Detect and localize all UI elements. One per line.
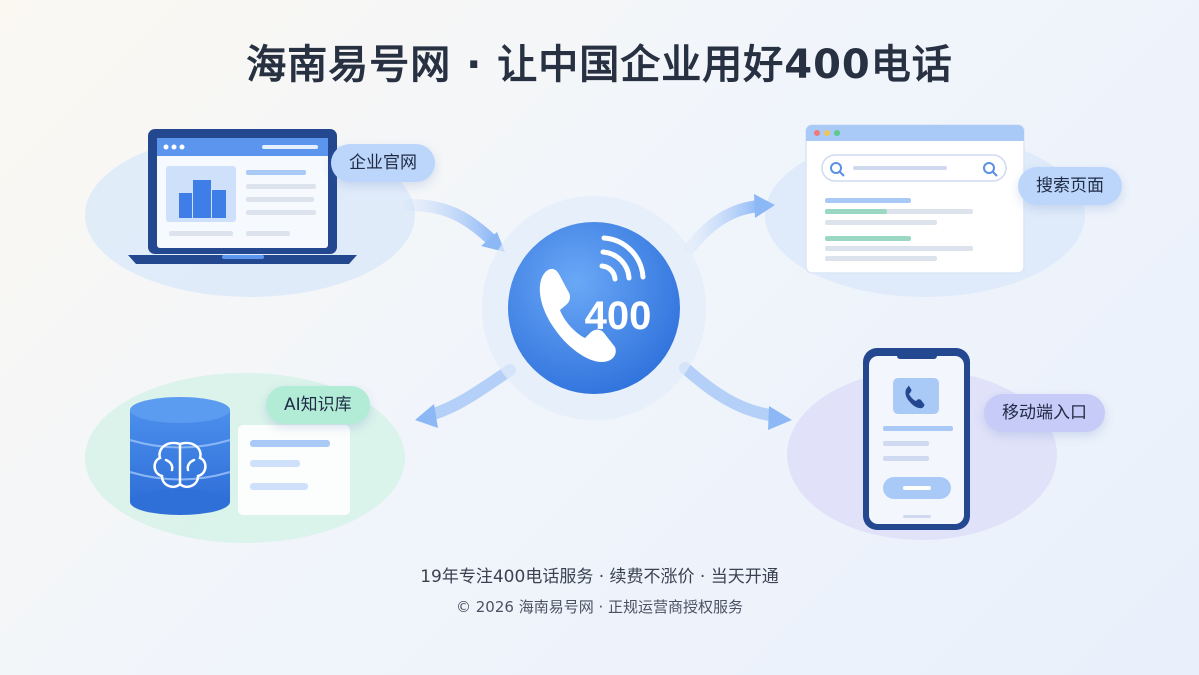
search-node-label: 搜索页面 [1018,167,1122,205]
building-icon [179,180,226,218]
website-node-label: 企业官网 [331,144,435,182]
arrow-hub-to-mobile [679,362,792,430]
arrow-hub-to-knowledge [415,364,516,428]
smartphone-icon [863,348,970,530]
browser-search-icon [805,124,1025,274]
phone-icon [539,268,616,362]
footer-copyright: © 2026 海南易号网 · 正规运营商授权服务 [455,598,744,616]
mobile-node-label: 移动端入口 [984,394,1105,432]
knowledge-node-label: AI知识库 [266,386,370,424]
arrow-hub-to-search [684,194,775,254]
brain-icon [153,441,207,488]
arrow-website-to-hub [404,199,505,252]
phone-400-hub: 400 [482,196,706,420]
page-title: 海南易号网 · 让中国企业用好400电话 [246,42,953,88]
signal-waves-icon [599,235,646,282]
footer-tagline: 19年专注400电话服务 · 续费不涨价 · 当天开通 [420,567,779,587]
database-brain-icon [129,397,350,515]
laptop-icon [128,129,357,264]
hub-400-label: 400 [585,294,652,338]
